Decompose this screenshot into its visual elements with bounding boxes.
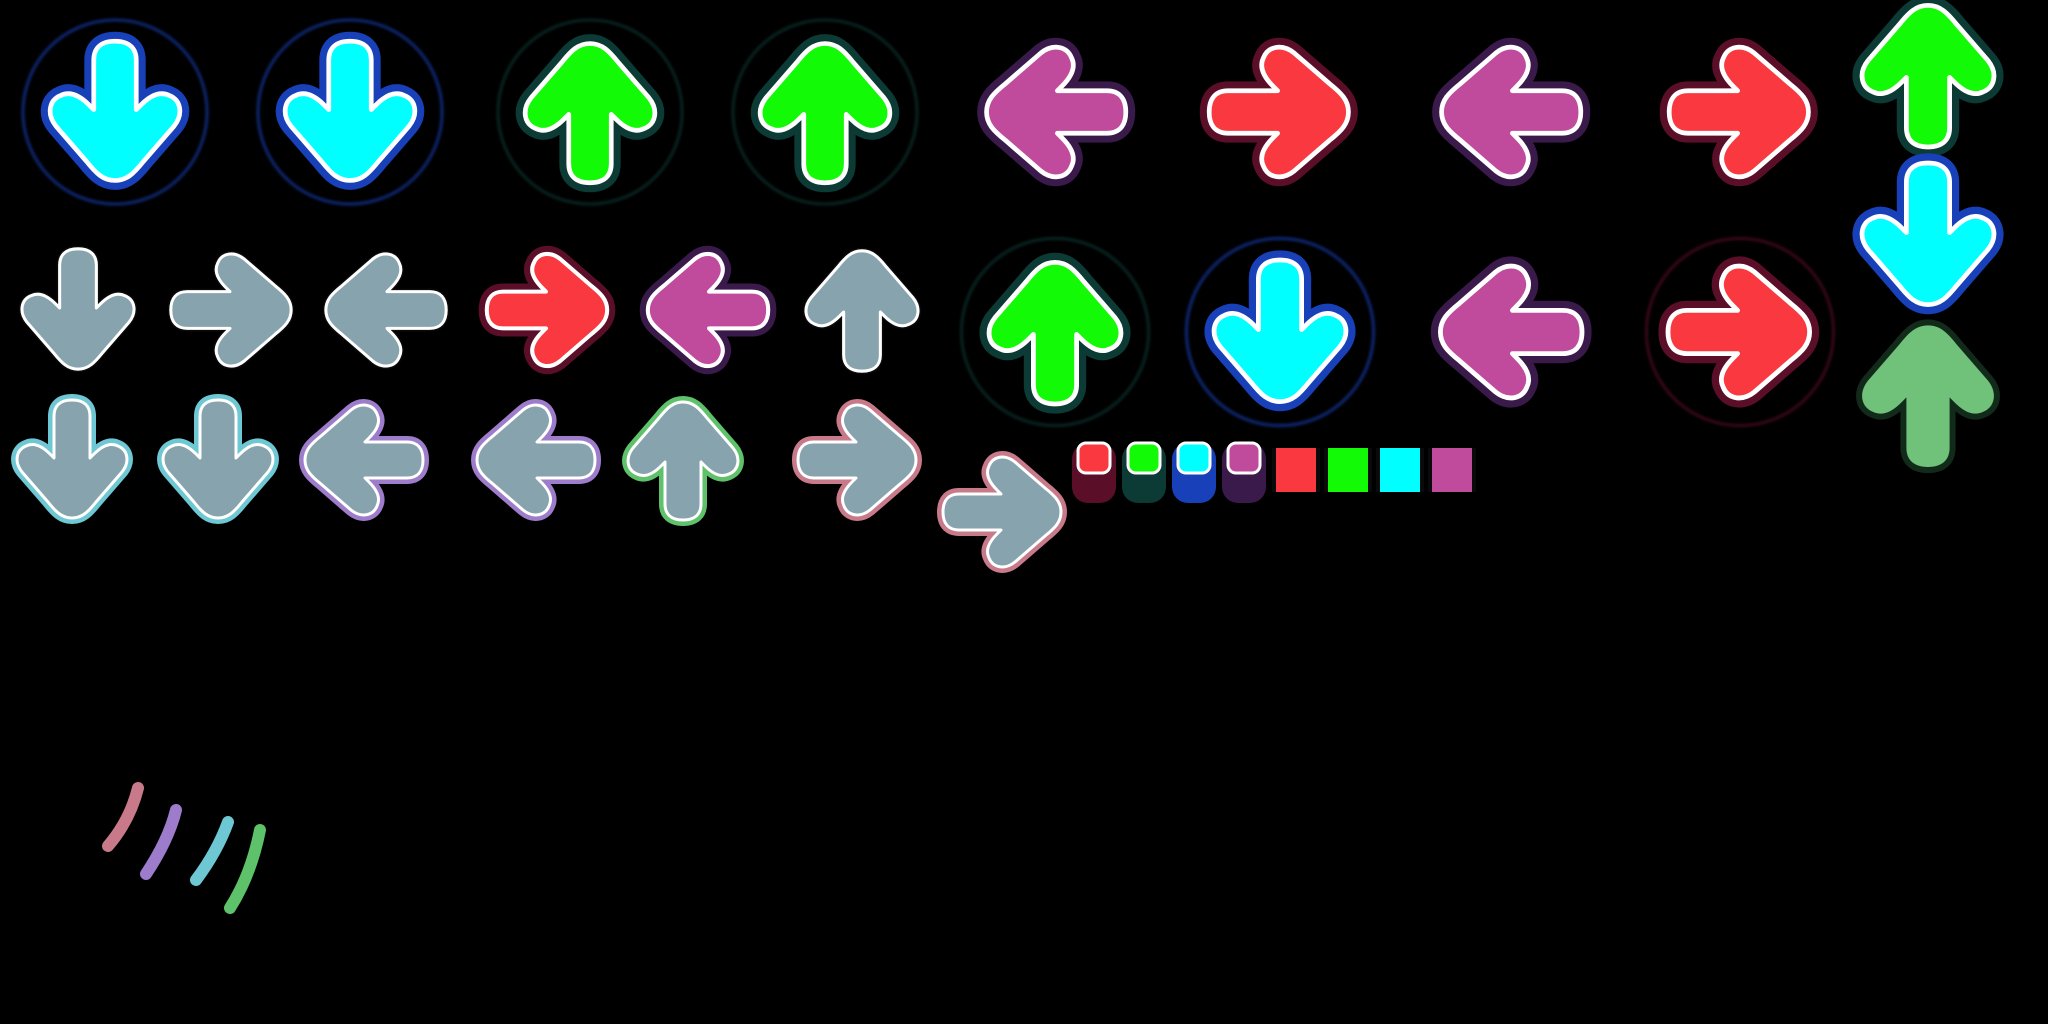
confirm-row-right-arrow-icon (1659, 37, 1818, 187)
glow-ring (959, 236, 1151, 428)
static-row-left-arrow-icon (639, 245, 777, 375)
arrow-body (626, 400, 740, 522)
arrow-body (282, 38, 418, 183)
pressed-row-left-arrow-icon (299, 399, 429, 521)
arrow-body (757, 41, 893, 186)
pressed-row-left-arrow-icon (471, 399, 601, 521)
static-row-down-arrow-icon (18, 245, 138, 373)
glow-ring (1184, 236, 1376, 428)
static-row-up-arrow-icon (959, 236, 1151, 428)
pressed-row-down-arrow-icon (157, 394, 279, 524)
arrow-body (1206, 44, 1351, 180)
arrow-body (1439, 44, 1584, 180)
static-row-left-arrow-icon (1430, 256, 1592, 408)
glow-ring (1644, 236, 1836, 428)
arrow-body (1859, 2, 1997, 150)
confirm-row-right-arrow-icon (1199, 37, 1358, 187)
glow-ring (21, 18, 209, 206)
splash-stroke-3 (190, 816, 234, 886)
static-row-right-arrow-icon (478, 245, 616, 375)
confirm-row-up-arrow-icon (496, 18, 684, 206)
hold-piece-up (1324, 448, 1372, 492)
confirm-row-left-arrow-icon (977, 37, 1136, 187)
arrow-body (645, 251, 771, 369)
side-column-down-arrow-icon (1852, 153, 2004, 315)
sprite-layer (11, 0, 2004, 914)
splash-stroke-4 (224, 824, 266, 914)
arrow-body (1211, 257, 1349, 405)
pressed-row-right-arrow-icon (937, 451, 1067, 573)
splash-stroke-1 (102, 782, 144, 852)
arrow-body (984, 44, 1129, 180)
arrow-body (161, 398, 275, 520)
arrow-body (986, 259, 1124, 407)
hold-piece-right (1272, 448, 1320, 492)
arrow-body (15, 398, 129, 520)
arrow-body (1862, 325, 1994, 467)
hold-piece-left (1428, 448, 1476, 492)
glow-ring (496, 18, 684, 206)
pressed-row-up-arrow-icon (622, 396, 744, 526)
hold-end-cap-left (1222, 441, 1266, 503)
arrow-body (1665, 263, 1813, 401)
arrow-body (1437, 263, 1585, 401)
static-row-down-arrow-icon (1184, 236, 1376, 428)
static-row-right-arrow-icon (1644, 236, 1836, 428)
arrow-body (1859, 160, 1997, 308)
confirm-row-up-arrow-icon (731, 18, 919, 206)
arrow-body (20, 247, 136, 371)
glow-ring (731, 18, 919, 206)
arrow-body (804, 249, 920, 373)
confirm-row-down-arrow-icon (21, 18, 209, 206)
confirm-row-down-arrow-icon (256, 18, 444, 206)
glow-ring (256, 18, 444, 206)
pressed-row-right-arrow-icon (792, 399, 922, 521)
static-row-up-arrow-icon (802, 247, 922, 375)
hold-piece-down (1376, 448, 1424, 492)
splash-stroke-2 (140, 804, 182, 880)
hold-end-cap-up (1122, 441, 1166, 503)
hold-end-cap-right (1072, 441, 1116, 503)
arrow-body (47, 38, 183, 183)
side-column-up-arrow-icon (1856, 319, 2000, 474)
arrow-body (484, 251, 610, 369)
arrow-body (169, 252, 293, 368)
arrow-body (1666, 44, 1811, 180)
arrow-body (941, 455, 1063, 569)
pressed-row-down-arrow-icon (11, 394, 133, 524)
arrow-body (475, 403, 597, 517)
static-row-right-arrow-icon (167, 250, 295, 370)
confirm-row-left-arrow-icon (1432, 37, 1591, 187)
side-column-up-arrow-icon (1852, 0, 2004, 157)
arrow-body (796, 403, 918, 517)
arrow-body (303, 403, 425, 517)
hold-end-cap-down (1172, 441, 1216, 503)
arrow-body (522, 41, 658, 186)
arrow-body (324, 252, 448, 368)
static-row-left-arrow-icon (322, 250, 450, 370)
